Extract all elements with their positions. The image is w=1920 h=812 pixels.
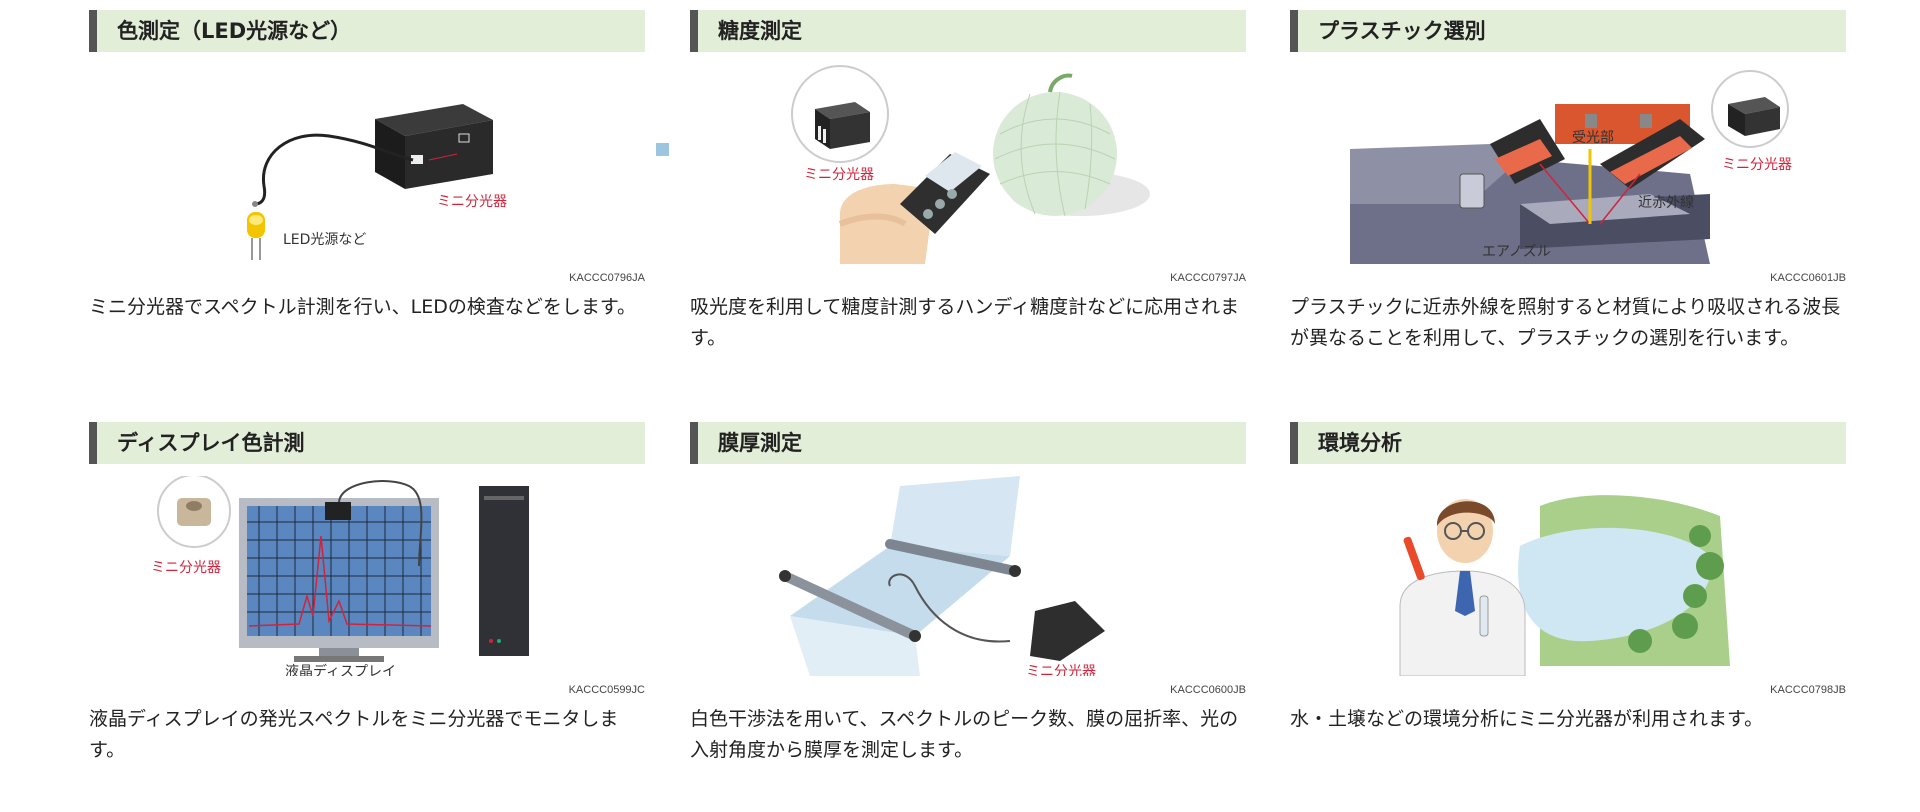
figure-code: KACCC0796JA [569, 272, 645, 284]
card-display-color: ディスプレイ色計測 [89, 422, 645, 761]
label-receiver: 受光部 [1572, 130, 1614, 146]
card-description: 液晶ディスプレイの発光スペクトルをミニ分光器でモニタします。 [89, 708, 619, 761]
card-plastic-sorting: プラスチック選別 受光部 [1290, 10, 1846, 349]
card-header: 糖度測定 [690, 10, 1246, 52]
card-description: 白色干渉法を用いて、スペクトルのピーク数、膜の屈折率、光の入射角度から膜厚を測定… [690, 708, 1239, 761]
card-sugar-content: 糖度測定 ミニ分光器 KA [690, 10, 1246, 349]
label-near-infrared: 近赤外線 [1638, 195, 1694, 211]
label-mini-spectrometer: ミニ分光器 [1026, 664, 1096, 676]
card-title: ディスプレイ色計測 [117, 431, 305, 455]
card-description: ミニ分光器でスペクトル計測を行い、LEDの検査などをします。 [89, 296, 636, 318]
card-title: プラスチック選別 [1318, 19, 1486, 43]
label-mini-spectrometer: ミニ分光器 [804, 167, 874, 183]
card-led-color: 色測定（LED光源など） ミニ分光器 LED光源など KACCC0796JA ミ… [89, 10, 645, 318]
card-header: 膜厚測定 [690, 422, 1246, 464]
label-lcd-display: 液晶ディスプレイ [285, 663, 396, 676]
illustration-display-measure: ミニ分光器 液晶ディスプレイ [89, 476, 645, 676]
card-description: 吸光度を利用して糖度計測するハンディ糖度計などに応用されます。 [690, 296, 1240, 349]
label-mini-spectrometer: ミニ分光器 [1722, 157, 1792, 173]
card-description: プラスチックに近赤外線を照射すると材質により吸収される波長が異なることを利用して… [1290, 296, 1841, 349]
card-environmental: 環境分析 KACCC0798JB 水・土壌などの環境分析にミニ分光器が利用されま… [1290, 422, 1846, 730]
illustration-sorting-line: 受光部 ミニ分光器 近赤外線 エアノズル [1290, 64, 1846, 264]
label-mini-spectrometer: ミニ分光器 [437, 194, 507, 210]
figure-code: KACCC0798JB [1770, 684, 1846, 696]
card-title: 色測定（LED光源など） [117, 19, 352, 43]
card-film-thickness: 膜厚測定 ミニ分光器 KACCC0600JB 白色干渉法を用いて、スペクトルのピ… [690, 422, 1246, 761]
label-led-source: LED光源など [283, 232, 366, 248]
label-air-nozzle: エアノズル [1482, 244, 1551, 260]
illustration-film-measure: ミニ分光器 [690, 476, 1246, 676]
card-title: 糖度測定 [718, 19, 802, 43]
card-header: ディスプレイ色計測 [89, 422, 645, 464]
illustration-led-spectrometer: ミニ分光器 LED光源など [89, 64, 645, 264]
illustration-handheld-meter: ミニ分光器 [690, 64, 1246, 264]
card-description: 水・土壌などの環境分析にミニ分光器が利用されます。 [1290, 708, 1764, 730]
illustration-scientist-lake [1290, 476, 1846, 676]
figure-code: KACCC0600JB [1170, 684, 1246, 696]
card-title: 膜厚測定 [718, 431, 802, 455]
figure-code: KACCC0601JB [1770, 272, 1846, 284]
figure-code: KACCC0599JC [568, 684, 645, 696]
card-header: プラスチック選別 [1290, 10, 1846, 52]
figure-code: KACCC0797JA [1170, 272, 1246, 284]
card-header: 環境分析 [1290, 422, 1846, 464]
card-title: 環境分析 [1318, 431, 1402, 455]
card-header: 色測定（LED光源など） [89, 10, 645, 52]
label-mini-spectrometer: ミニ分光器 [151, 560, 221, 576]
decorative-square [656, 143, 669, 156]
